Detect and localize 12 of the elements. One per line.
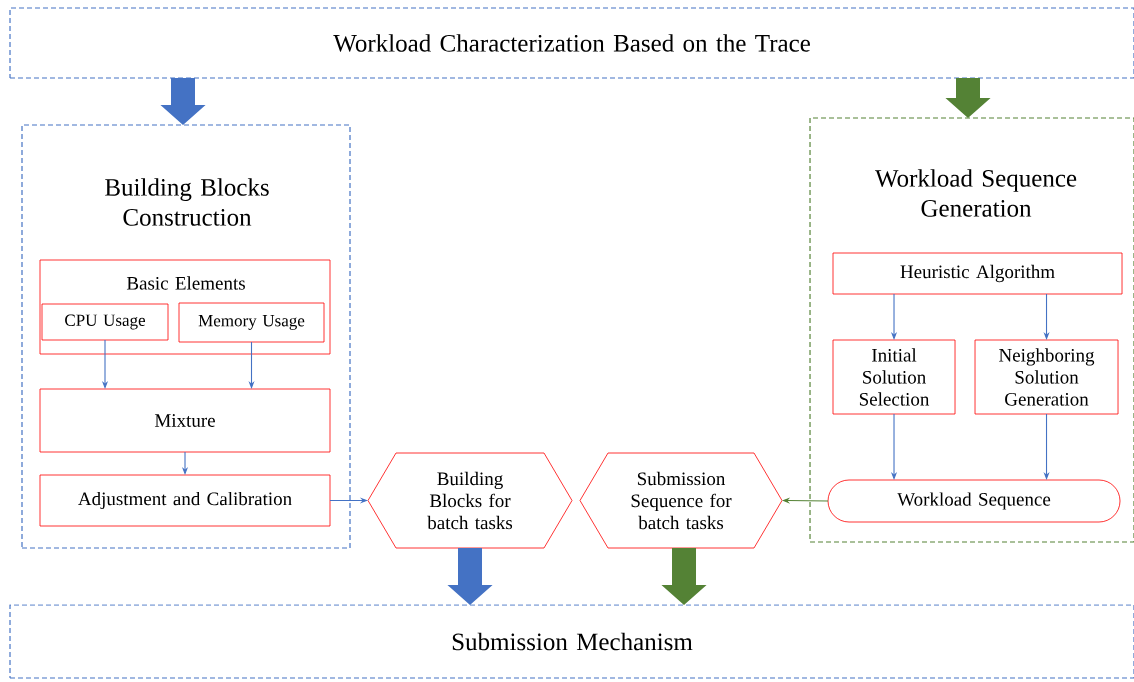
process-box: Mixture: [39, 388, 331, 453]
process-box: CPU Usage: [41, 303, 169, 341]
rounded-box: Workload Sequence: [827, 479, 1121, 523]
dashed-band: Submission Mechanism: [9, 604, 1134, 679]
process-box: Memory Usage: [178, 302, 325, 343]
process-box: Heuristic Algorithm: [832, 252, 1123, 295]
process-box: Adjustment and Calibration: [39, 474, 331, 527]
hexagon-box: Submission Sequence for batch tasks: [579, 452, 783, 549]
process-box: Initial Solution Selection: [832, 339, 956, 415]
process-box: Neighboring Solution Generation: [974, 339, 1119, 415]
hexagon-box: Building Blocks for batch tasks: [367, 452, 573, 549]
dashed-band: Workload Characterization Based on the Trace: [9, 7, 1134, 79]
